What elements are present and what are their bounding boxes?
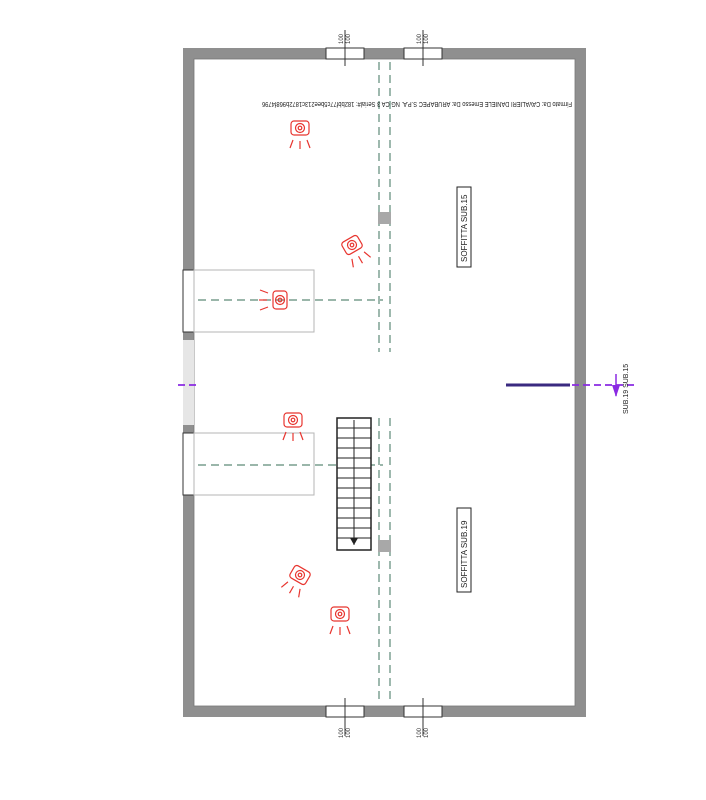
dormer-outline bbox=[193, 432, 315, 496]
dim-bottom-right: 100 100 bbox=[417, 727, 430, 738]
section-line bbox=[178, 374, 638, 397]
window-top-right bbox=[403, 30, 443, 66]
digital-signature: Firmato Da: CAVALIERI DANIELE Emesso Da:… bbox=[262, 100, 572, 107]
walls bbox=[182, 48, 586, 717]
dim-text: 100 bbox=[339, 33, 345, 44]
cctv-camera-icon bbox=[282, 412, 304, 441]
dim-top-right: 100 100 bbox=[417, 33, 430, 44]
room-label-sub19: SOFFITTA SUB.19 bbox=[456, 507, 472, 593]
section-label: SUB.19 SUB.15 bbox=[623, 364, 630, 414]
dormer-outline bbox=[193, 269, 315, 333]
dim-text: 100 bbox=[346, 33, 352, 44]
cctv-cameras bbox=[259, 120, 372, 635]
dim-bottom-left: 100 100 bbox=[339, 727, 352, 738]
signature-text: Firmato Da: CAVALIERI DANIELE Emesso Da:… bbox=[262, 100, 572, 107]
beam-block bbox=[378, 540, 391, 552]
cctv-camera-icon bbox=[329, 606, 351, 635]
room-label-text: SOFFITTA SUB.15 bbox=[460, 194, 469, 262]
cctv-camera-icon bbox=[341, 234, 372, 268]
cctv-camera-icon bbox=[289, 120, 311, 149]
window-bottom-right bbox=[403, 698, 443, 736]
dim-text: 100 bbox=[424, 727, 430, 738]
dim-text: 100 bbox=[417, 33, 423, 44]
room-label-text: SOFFITTA SUB.19 bbox=[460, 520, 469, 588]
beam-block bbox=[378, 212, 391, 224]
axis-lines bbox=[198, 62, 391, 703]
dim-text: 100 bbox=[424, 33, 430, 44]
dim-text: 100 bbox=[339, 727, 345, 738]
window-top-left bbox=[325, 30, 365, 66]
window-bottom-left bbox=[325, 698, 365, 736]
dim-text: 100 bbox=[417, 727, 423, 738]
cctv-camera-icon bbox=[280, 564, 311, 598]
staircase bbox=[336, 417, 372, 551]
stair-arrow-icon bbox=[350, 538, 358, 545]
section-label-text: SUB.19 SUB.15 bbox=[623, 364, 630, 414]
dim-top-left: 100 100 bbox=[339, 33, 352, 44]
cctv-camera-icon bbox=[259, 289, 288, 311]
dim-text: 100 bbox=[346, 727, 352, 738]
room-label-sub15: SOFFITTA SUB.15 bbox=[456, 186, 472, 268]
